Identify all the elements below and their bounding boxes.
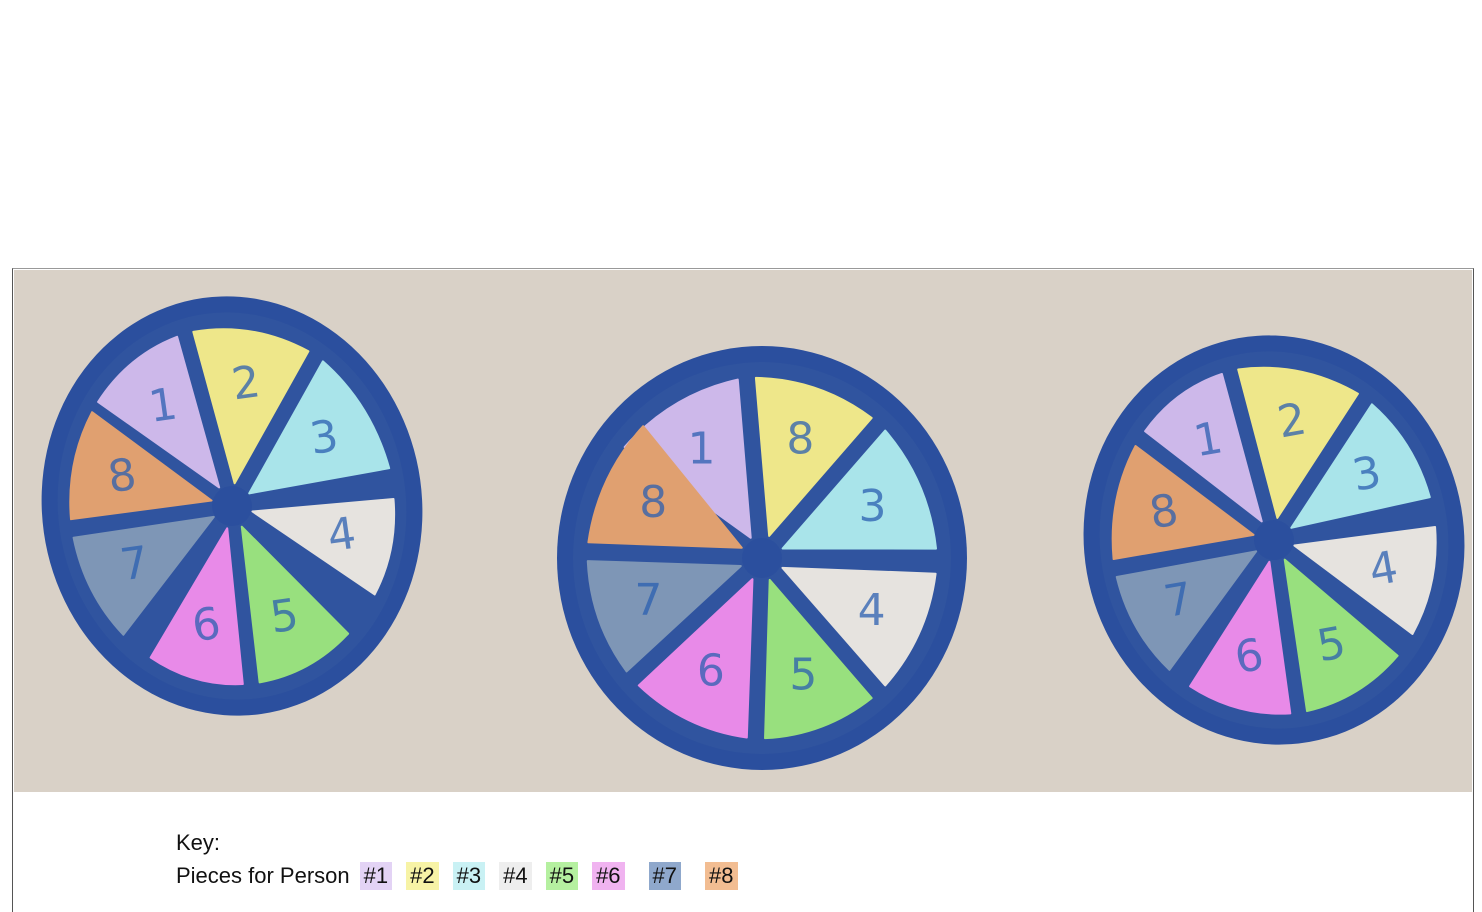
pie-slice [97,335,221,489]
key-chip-7: #7 [648,862,682,890]
pie-slice [251,498,396,596]
key-chip-3: #3 [452,862,486,890]
pie-center [212,486,252,526]
slice-number: 8 [639,477,667,528]
slice-number: 8 [786,413,814,464]
key-chip-6: #6 [592,862,625,890]
pie-slice [587,425,743,549]
pie-slice [149,527,244,686]
key-legend: Pieces for Person #1 #2 #3 #4 #5 #6 #7 #… [176,861,752,891]
key-chip-8: #8 [705,862,738,890]
slice-number: 1 [688,424,716,475]
slice-number: 4 [858,585,886,636]
key-chip-2: #2 [406,862,439,890]
pie-slice [781,429,938,550]
pie-slice [1283,558,1399,713]
pie-slice [1293,526,1437,635]
pie-slice [1290,403,1431,529]
pie-slice [764,578,873,740]
slice-number: 6 [697,645,725,696]
slice-number: 5 [789,650,817,701]
pie-slice [192,328,310,485]
key-label: Pieces for Person [176,863,350,888]
key-title: Key: [176,830,221,855]
pie-slice [248,360,391,495]
key-chip-4: #4 [499,862,532,890]
pie-center [1254,520,1294,560]
pie-slice [586,560,742,673]
pie-slice [1111,445,1255,561]
pie-slice [637,578,754,739]
key-chip-1: #1 [359,862,393,890]
pie-center [742,538,782,578]
pie-slice [240,525,350,684]
slice-number: 3 [858,481,886,532]
pie-slice [781,566,937,687]
pie-slice [69,411,213,521]
pie-slice [72,515,215,636]
pie-slice [754,376,873,537]
pie-slice [1189,560,1292,715]
pie-slice [1237,366,1359,519]
key-chip-5: #5 [545,862,579,890]
pie-slice [1115,550,1258,671]
pie-slice [1144,372,1263,523]
slice-number: 7 [634,575,662,626]
